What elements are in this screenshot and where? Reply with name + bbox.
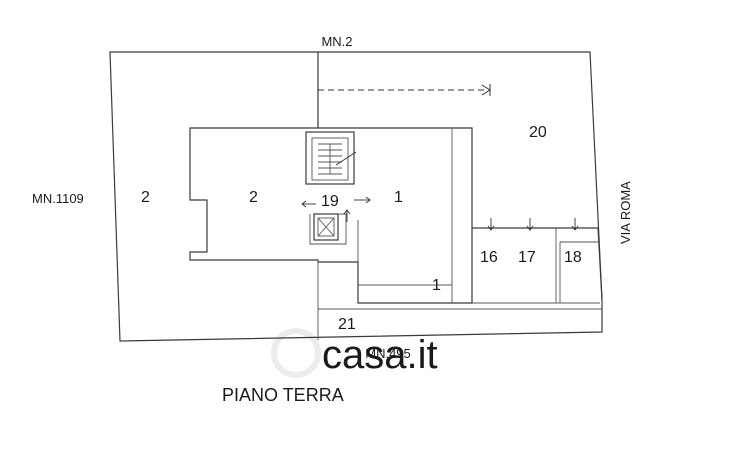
room-21: 21: [338, 316, 356, 333]
garage-block: [472, 218, 603, 304]
property-boundary: [109, 51, 603, 342]
label-north: MN.2: [321, 34, 352, 49]
direction-arrows: [301, 196, 371, 222]
room-1-lower: 1: [432, 277, 441, 294]
passage-arrow: [318, 84, 491, 96]
room-1-upper: 1: [394, 189, 403, 206]
room-17: 17: [518, 249, 536, 266]
room-2-outer: 2: [141, 189, 150, 206]
building-outline: [189, 127, 473, 304]
elevator: [309, 213, 347, 245]
room-18: 18: [564, 249, 582, 266]
watermark: casa.it: [271, 328, 438, 378]
label-south: MN.495: [365, 346, 411, 361]
room-20: 20: [529, 124, 547, 141]
room-2-inner: 2: [249, 189, 258, 206]
room-16: 16: [480, 249, 498, 266]
label-east: VIA ROMA: [618, 181, 633, 244]
room-19: 19: [321, 193, 339, 210]
watermark-text: casa.it: [322, 333, 438, 377]
floor-title: PIANO TERRA: [222, 385, 344, 405]
staircase: [305, 131, 357, 185]
label-west: MN.1109: [32, 191, 84, 206]
